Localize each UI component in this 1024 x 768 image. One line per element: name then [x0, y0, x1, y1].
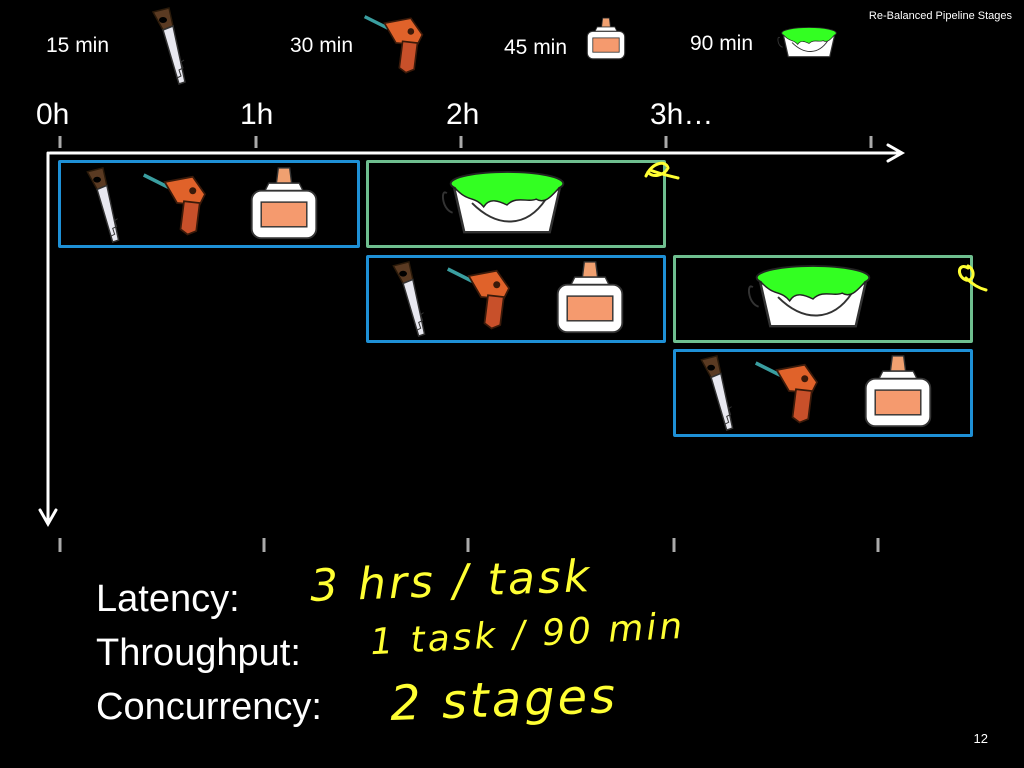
hour-label-2: 2h	[446, 98, 480, 131]
concurrency-label: Concurrency:	[96, 686, 322, 728]
glue-duration-label: 45 min	[504, 36, 568, 59]
task2-stage2-box	[673, 255, 973, 343]
task2-stage1-box	[366, 255, 666, 343]
task1-stage2-box	[366, 160, 666, 248]
saw-duration-label: 15 min	[46, 34, 110, 57]
latency-label: Latency:	[96, 578, 240, 620]
page-number: 12	[973, 731, 988, 746]
task1-stage1-box	[58, 160, 360, 248]
throughput-label: Throughput:	[96, 632, 301, 674]
hour-label-3: 3h…	[650, 98, 714, 131]
hour-label-0: 0h	[36, 98, 70, 131]
slide-title: Re-Balanced Pipeline Stages	[868, 10, 1012, 22]
concurrency-answer: 2 stages	[389, 668, 619, 732]
latency-answer: 3 hrs / task	[309, 551, 594, 612]
task3-stage1-box	[673, 349, 973, 437]
hour-label-1: 1h	[240, 98, 274, 131]
paint-duration-label: 90 min	[690, 32, 754, 55]
drill-duration-label: 30 min	[290, 34, 354, 57]
